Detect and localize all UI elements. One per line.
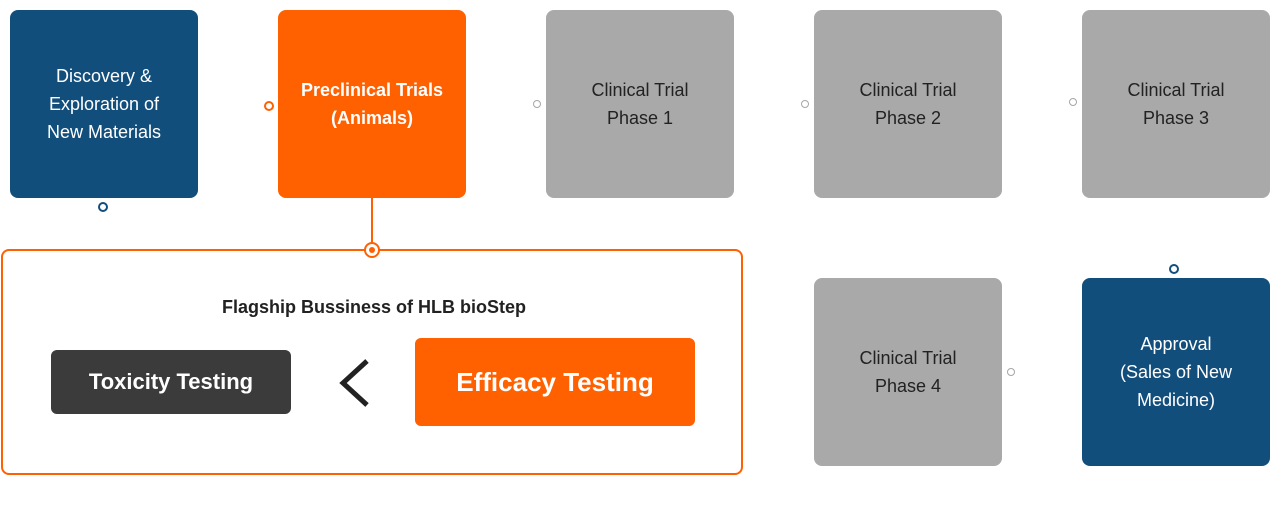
preclinical-connector-line [371, 198, 373, 243]
stage-phase-2: Clinical Trial Phase 2 [814, 10, 1002, 198]
less-than-chevron-icon [339, 359, 369, 407]
stage-approval: Approval (Sales of New Medicine) [1082, 278, 1270, 466]
toxicity-testing-box: Toxicity Testing [51, 350, 291, 414]
stage-phase-1: Clinical Trial Phase 1 [546, 10, 734, 198]
flagship-panel: Flagship Bussiness of HLB bioStep Toxici… [1, 249, 743, 475]
stage-phase-4-label: Clinical Trial Phase 4 [859, 348, 957, 396]
connector-ring-flagship [364, 242, 380, 258]
stage-approval-label: Approval (Sales of New Medicine) [1119, 334, 1233, 410]
connector-dot-phase-2 [801, 100, 809, 108]
stage-phase-4: Clinical Trial Phase 4 [814, 278, 1002, 466]
flagship-title: Flagship Bussiness of HLB bioStep [221, 297, 527, 317]
stage-phase-1-label: Clinical Trial Phase 1 [591, 80, 689, 128]
connector-dot-preclinical [264, 101, 274, 111]
connector-dot-phase-3 [1069, 98, 1077, 106]
stage-preclinical: Preclinical Trials (Animals) [278, 10, 466, 198]
stage-discovery: Discovery & Exploration of New Materials [10, 10, 198, 198]
connector-dot-discovery [98, 202, 108, 212]
connector-dot-phase-1 [533, 100, 541, 108]
stage-preclinical-label: Preclinical Trials (Animals) [300, 80, 444, 128]
stage-phase-3: Clinical Trial Phase 3 [1082, 10, 1270, 198]
connector-dot-approval [1169, 264, 1179, 274]
stage-phase-2-label: Clinical Trial Phase 2 [859, 80, 957, 128]
efficacy-testing-box: Efficacy Testing [415, 338, 695, 426]
stage-discovery-label: Discovery & Exploration of New Materials [46, 66, 162, 142]
stage-phase-3-label: Clinical Trial Phase 3 [1127, 80, 1225, 128]
connector-dot-phase-4 [1007, 368, 1015, 376]
